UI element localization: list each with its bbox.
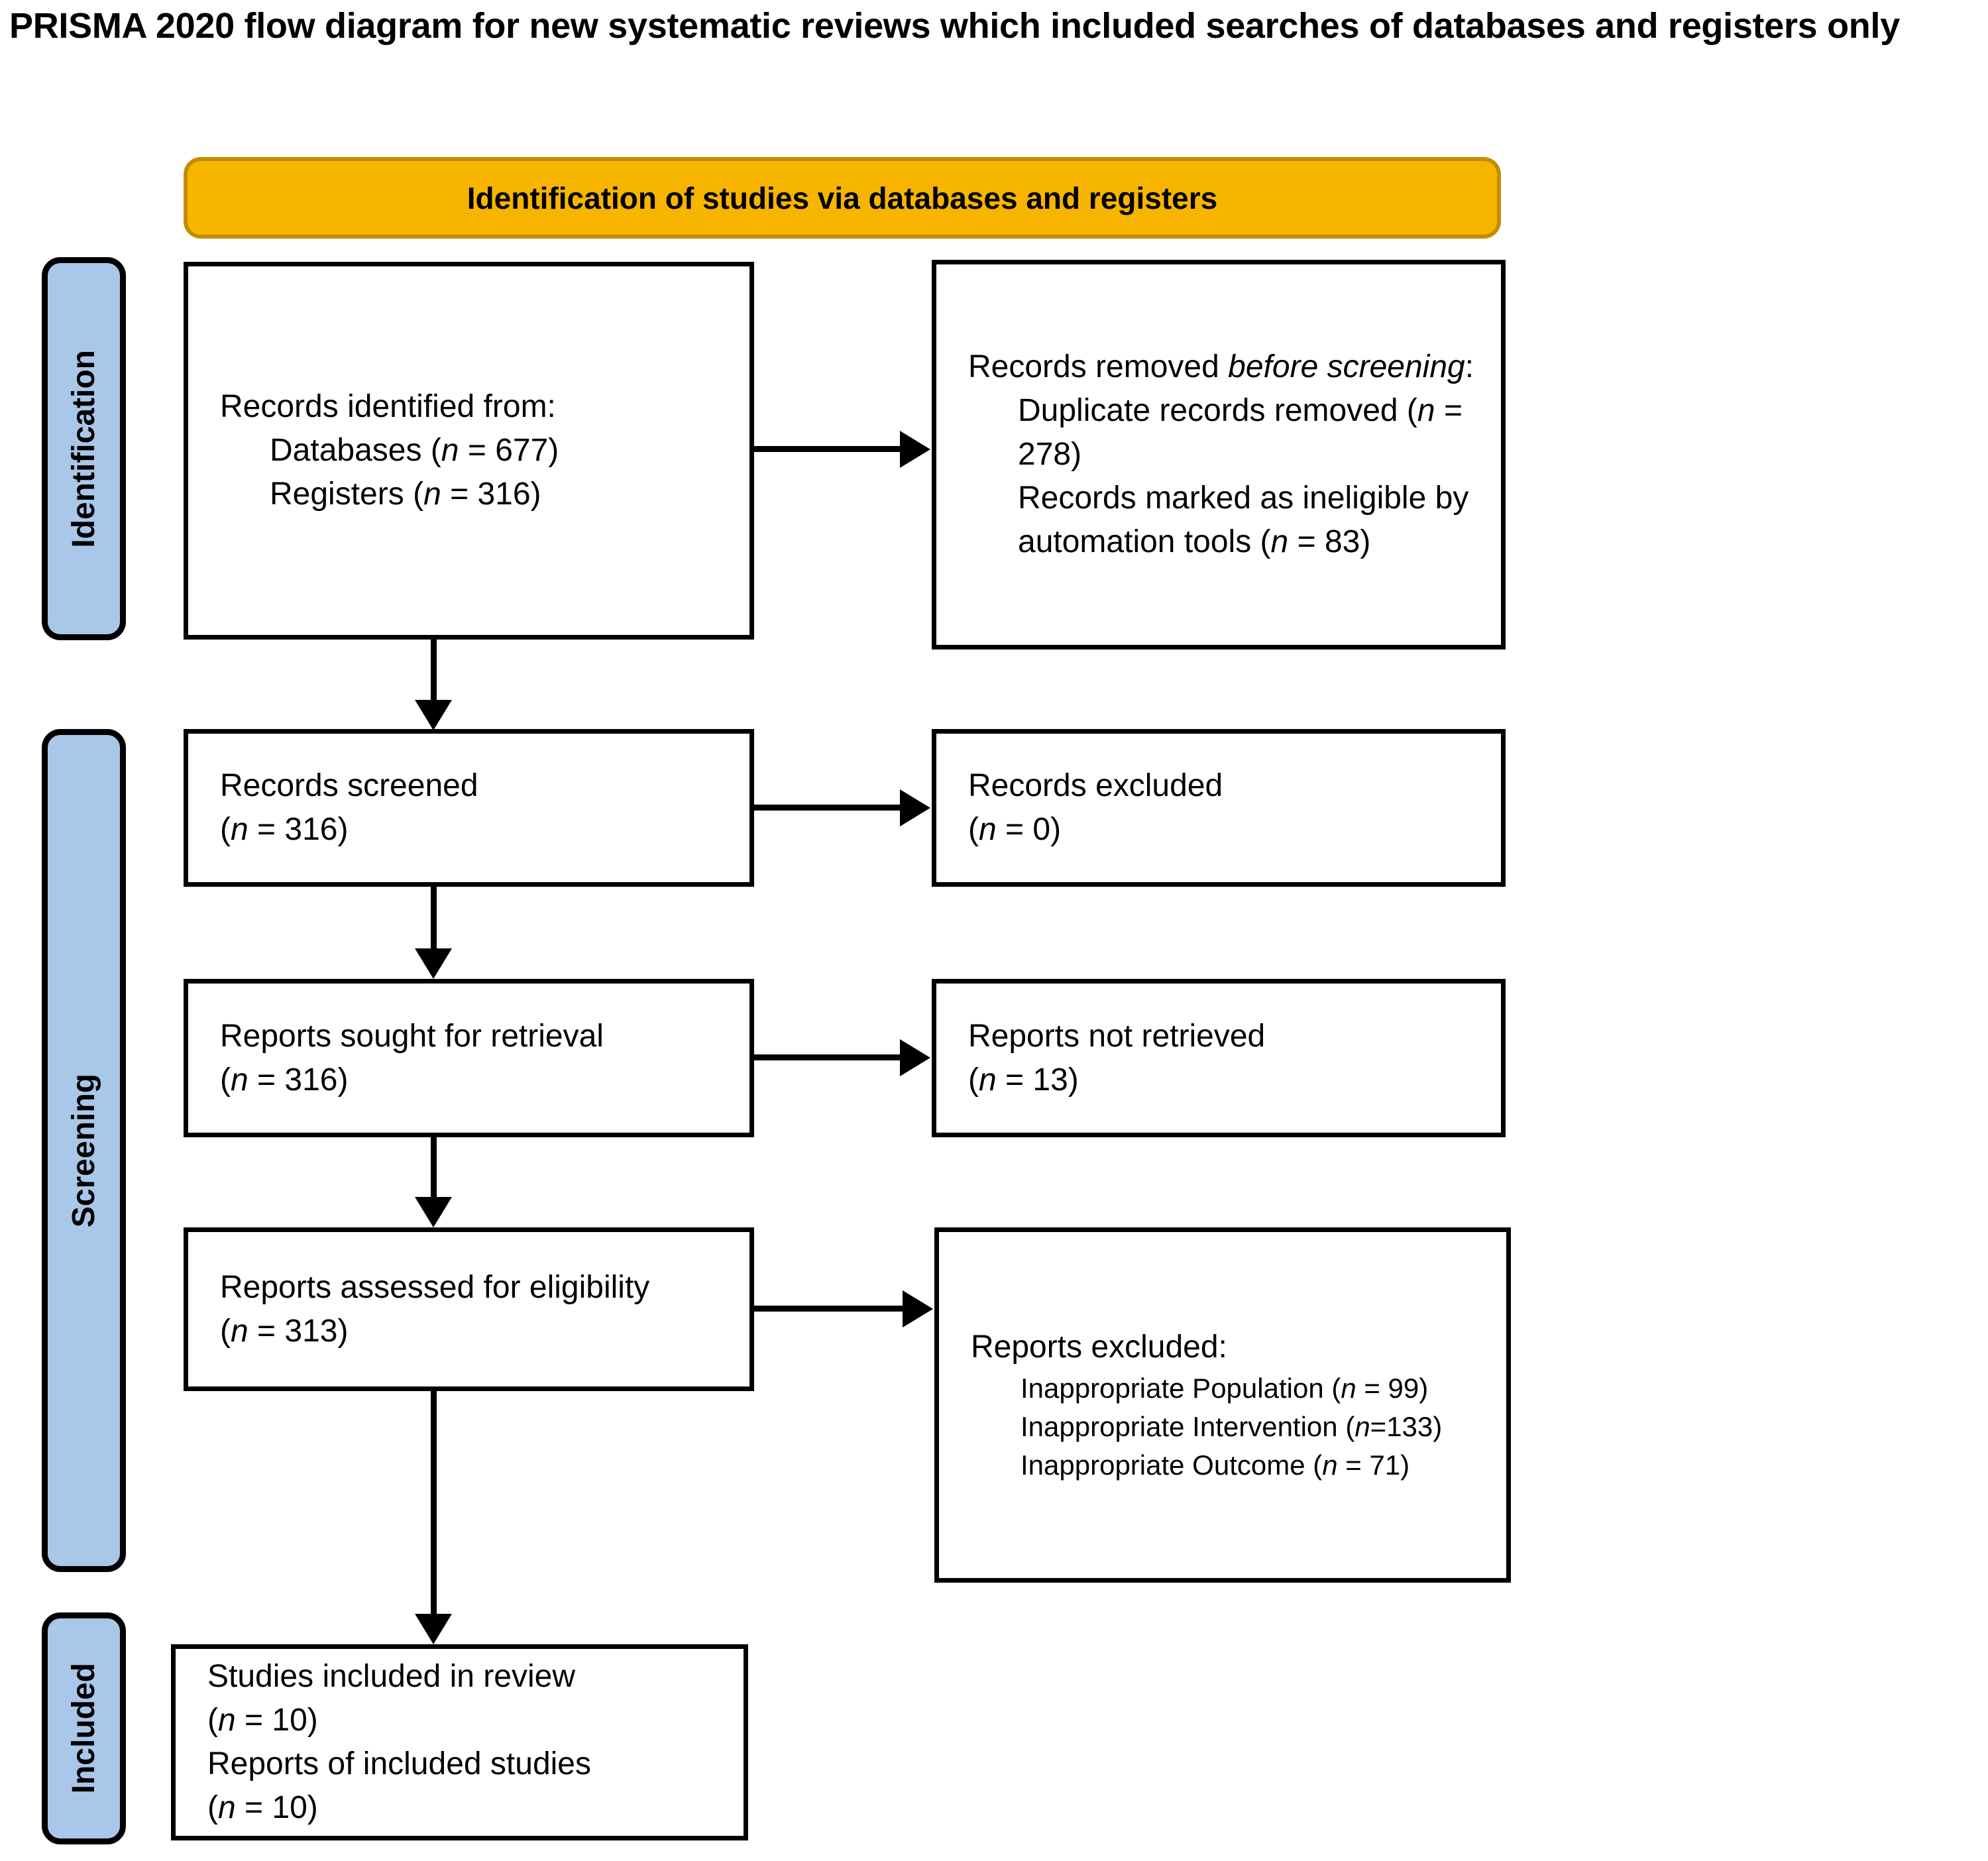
box-reports-sought-text: Reports sought for retrieval(n = 316) [220, 1018, 604, 1098]
box-records-excluded: Records excluded(n = 0) [932, 729, 1506, 887]
arrow-line [431, 1391, 437, 1615]
identification-banner: Identification of studies via databases … [184, 157, 1501, 239]
arrow-line [431, 887, 437, 950]
stage-included-text: Included [66, 1663, 101, 1794]
box-records-identified-text: Records identified from:Databases (n = 6… [220, 389, 559, 512]
box-records-screened-text: Records screened(n = 316) [220, 768, 478, 847]
arrow-line [754, 1306, 907, 1312]
identification-banner-label: Identification of studies via databases … [467, 180, 1218, 215]
box-records-excluded-text: Records excluded(n = 0) [968, 768, 1223, 847]
box-records-screened: Records screened(n = 316) [184, 729, 754, 887]
stage-identification-text: Identification [66, 349, 101, 548]
box-reports-excluded-text: Reports excluded:Inappropriate Populatio… [971, 1329, 1443, 1481]
arrowhead-down-icon [415, 700, 452, 730]
arrowhead-down-icon [415, 948, 452, 979]
box-reports-excluded: Reports excluded:Inappropriate Populatio… [934, 1227, 1511, 1583]
arrowhead-down-icon [415, 1614, 452, 1644]
box-reports-not-retrieved-text: Reports not retrieved(n = 13) [968, 1018, 1266, 1098]
arrow-line [431, 1137, 437, 1198]
arrow-line [754, 1054, 904, 1060]
box-reports-assessed-text: Reports assessed for eligibility(n = 313… [220, 1269, 650, 1349]
box-reports-assessed-for-eligibility: Reports assessed for eligibility(n = 313… [184, 1227, 754, 1391]
box-reports-not-retrieved: Reports not retrieved(n = 13) [932, 979, 1506, 1137]
box-records-removed-before-screening: Records removed before screening:Duplica… [932, 260, 1506, 649]
box-studies-included-in-review: Studies included in review(n = 10)Report… [171, 1644, 748, 1840]
arrowhead-right-icon [900, 789, 930, 826]
arrowhead-right-icon [900, 431, 930, 468]
arrow-line [754, 446, 904, 452]
arrowhead-right-icon [903, 1290, 933, 1327]
arrowhead-right-icon [900, 1039, 930, 1076]
stage-label-screening: Screening [42, 729, 126, 1572]
stage-screening-text: Screening [66, 1073, 101, 1228]
box-studies-included-text: Studies included in review(n = 10)Report… [207, 1659, 591, 1825]
box-reports-sought-for-retrieval: Reports sought for retrieval(n = 316) [184, 979, 754, 1137]
arrowhead-down-icon [415, 1197, 452, 1227]
stage-label-identification: Identification [42, 257, 126, 640]
arrow-line [431, 640, 437, 701]
box-records-removed-text: Records removed before screening:Duplica… [968, 349, 1474, 559]
box-records-identified: Records identified from:Databases (n = 6… [184, 262, 754, 640]
page-title: PRISMA 2020 flow diagram for new systema… [9, 6, 1900, 46]
stage-label-included: Included [42, 1612, 126, 1844]
arrow-line [754, 805, 904, 811]
